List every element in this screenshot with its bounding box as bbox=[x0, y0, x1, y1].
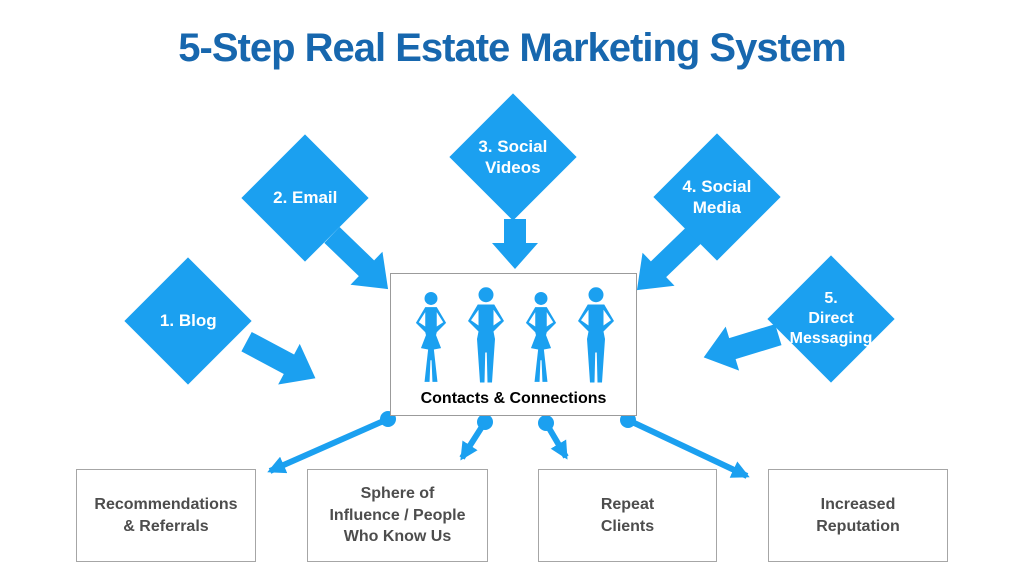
connector-dot-4 bbox=[620, 412, 636, 428]
arrow-direct-messaging-to-contacts bbox=[703, 324, 782, 371]
arrow-email-to-contacts bbox=[324, 226, 389, 290]
man-silhouette-icon bbox=[467, 287, 504, 383]
woman-silhouette-icon bbox=[415, 292, 446, 382]
contacts-box-label: Contacts & Connections bbox=[420, 390, 607, 407]
step-label-email: 2. Email bbox=[272, 188, 338, 208]
page-title: 5-Step Real Estate Marketing System bbox=[178, 26, 846, 70]
outcome-label-repeat-clients: Repeat Clients bbox=[600, 495, 655, 535]
outcome-label-sphere: Sphere of Influence / People Who Know Us bbox=[329, 485, 466, 546]
man-silhouette-icon bbox=[577, 287, 614, 383]
step-label-social-media: 4. Social Media bbox=[682, 176, 752, 217]
outcome-box-reputation: Increased Reputation bbox=[768, 469, 948, 562]
arrow-social-videos-to-contacts bbox=[492, 219, 538, 269]
outcome-box-sphere: Sphere of Influence / People Who Know Us bbox=[307, 469, 488, 562]
step-label-blog: 1. Blog bbox=[159, 311, 217, 331]
people-silhouettes-icon bbox=[408, 274, 620, 388]
contacts-box: Contacts & Connections bbox=[390, 273, 637, 416]
arrow-social-media-to-contacts bbox=[636, 227, 701, 291]
woman-silhouette-icon bbox=[525, 292, 556, 382]
outcome-label-recommendations: Recommendations & Referrals bbox=[94, 495, 238, 535]
outcome-label-reputation: Increased Reputation bbox=[816, 495, 900, 535]
arrow-blog-to-contacts bbox=[241, 331, 316, 385]
connector-dot-3 bbox=[538, 415, 554, 431]
step-label-social-videos: 3. Social Videos bbox=[478, 136, 548, 177]
connector-contacts-to-reputation bbox=[626, 417, 750, 479]
connector-dot-2 bbox=[477, 414, 493, 430]
step-label-direct-messaging: 5. Direct Messaging bbox=[789, 290, 873, 347]
outcome-box-recommendations: Recommendations & Referrals bbox=[76, 469, 256, 562]
connector-contacts-to-recommendations bbox=[267, 416, 390, 474]
outcome-box-repeat-clients: Repeat Clients bbox=[538, 469, 717, 562]
